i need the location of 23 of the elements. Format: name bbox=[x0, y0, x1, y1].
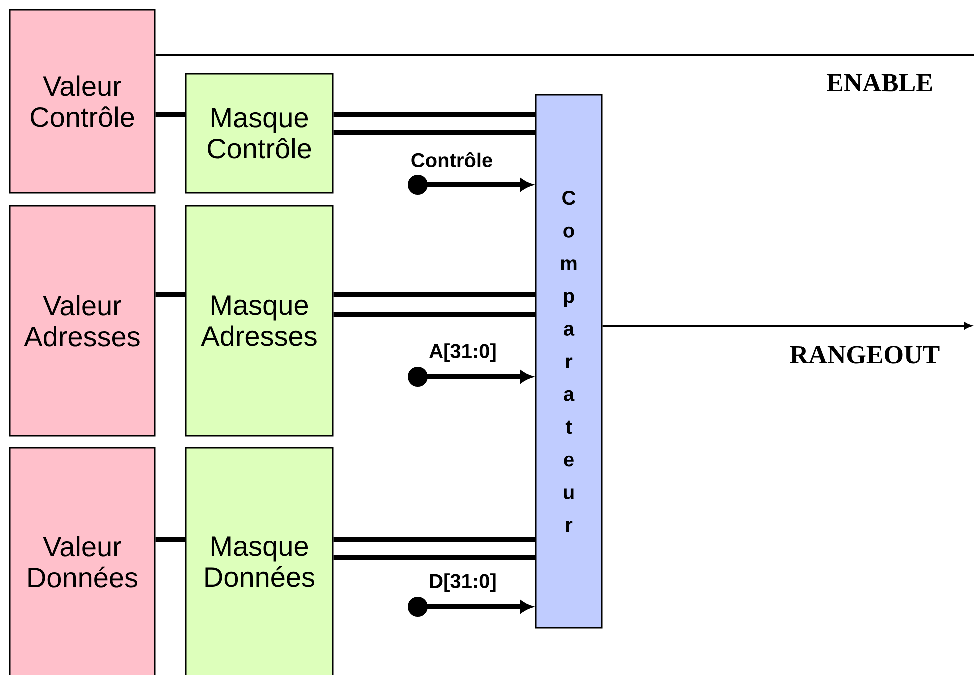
bus-line bbox=[334, 292, 536, 298]
value-box: Valeur Contrôle bbox=[9, 9, 156, 194]
edge-label: Contrôle bbox=[410, 151, 494, 169]
output-line bbox=[602, 322, 972, 330]
edge-label: D[31:0] bbox=[428, 572, 498, 594]
mask-box: Masque Contrôle bbox=[185, 73, 334, 194]
signal-name: ENABLE bbox=[826, 73, 934, 93]
edge-label: A[31:0] bbox=[428, 342, 498, 364]
bus-line bbox=[334, 112, 536, 118]
comparator-box: Comparateur bbox=[535, 94, 603, 629]
value-box: Valeur Données bbox=[9, 447, 156, 675]
bus-line bbox=[156, 292, 186, 298]
mask-box: Masque Données bbox=[185, 447, 334, 675]
bus-line bbox=[334, 312, 536, 318]
value-box: Valeur Adresses bbox=[9, 205, 156, 437]
mask-box: Masque Adresses bbox=[185, 205, 334, 437]
bus-line bbox=[334, 130, 536, 136]
signal-name: RANGEOUT bbox=[788, 345, 942, 365]
bus-line bbox=[334, 556, 536, 560]
bus-line bbox=[334, 538, 536, 542]
output-line bbox=[156, 54, 974, 56]
bus-line bbox=[156, 538, 186, 542]
bus-line bbox=[156, 112, 186, 118]
